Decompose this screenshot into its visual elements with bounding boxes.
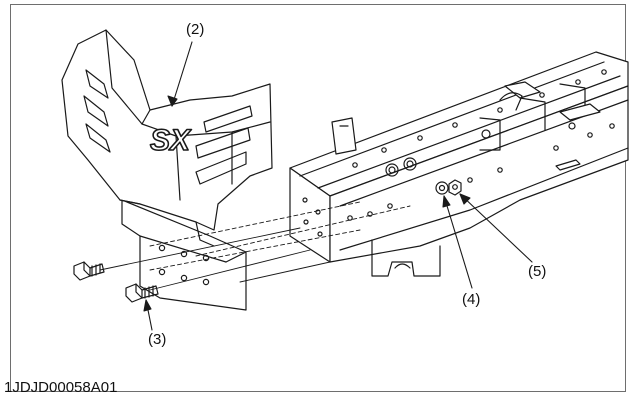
emblem-text: SX [150, 124, 192, 157]
bolt-axes [99, 227, 331, 291]
sx-emblem: SX [149, 123, 193, 158]
mounting-bracket [121, 199, 247, 311]
bolt-lower [125, 283, 159, 303]
callout-washer: (4) [462, 291, 481, 308]
callout-guard: (2) [186, 21, 205, 38]
figure-code: 1JDJD00058A01 [4, 379, 118, 396]
bolt-upper [73, 261, 105, 281]
callout-nut: (5) [528, 263, 547, 280]
callout-bolt: (3) [148, 331, 167, 348]
front-guard [61, 29, 273, 247]
leader-lines [143, 41, 533, 331]
nut-part [448, 179, 462, 196]
washer-part [435, 181, 449, 195]
chassis-frame [289, 51, 629, 277]
alignment-lines [149, 201, 411, 271]
